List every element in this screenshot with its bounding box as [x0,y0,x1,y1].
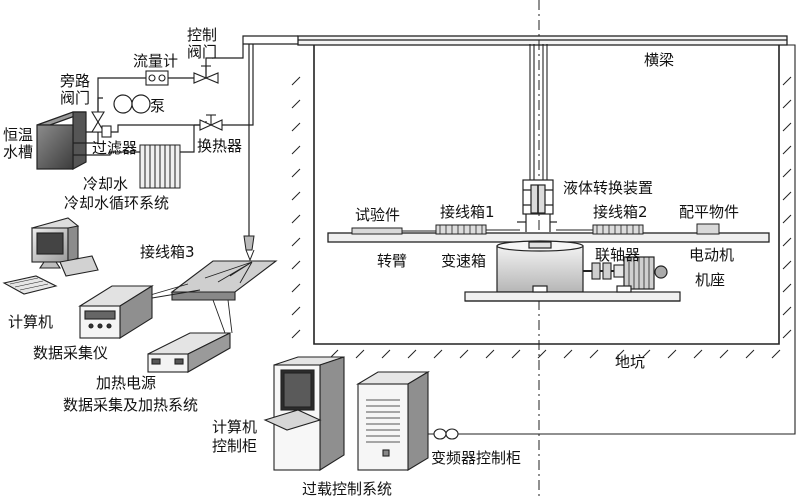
coupling [583,262,625,280]
liquid-conversion-device [517,179,557,232]
junction-box-2 [592,224,644,235]
control-valve-icon [193,65,219,84]
junction-box-1 [435,224,487,235]
inverter-control-cabinet [356,371,430,471]
label-thermostatic-water-tank: 恒温水槽 [3,126,34,161]
label-junction-box-2: 接线箱2 [593,203,648,221]
test-piece [351,227,403,235]
arm-wires [402,229,593,232]
counterweight [696,223,720,235]
label-machine-base: 机座 [695,271,726,289]
motor [623,256,668,290]
label-pit: 地坑 [615,353,646,371]
label-rotating-arm: 转臂 [377,252,408,270]
label-motor: 电动机 [689,246,735,264]
label-junction-box-3: 接线箱3 [140,243,195,261]
filter-icon [101,125,112,138]
label-computer-control-cabinet: 计算机控制柜 [212,418,258,455]
label-filter: 过滤器 [92,139,138,157]
heating-power-supply [147,332,231,373]
label-crossbeam: 横梁 [644,51,675,69]
heat-exchanger-valve-icon [199,114,223,131]
label-computer: 计算机 [8,313,54,331]
label-pump: 泵 [150,97,166,115]
label-bypass-valve: 旁路阀门 [60,72,91,107]
label-overload-control-system: 过载控制系统 [302,480,393,498]
label-cooling-water: 冷却水 [83,175,129,193]
gearbox [496,240,584,293]
pit-walls [313,45,780,345]
label-data-acq-heating-system: 数据采集及加热系统 [63,396,199,414]
label-coupling: 联轴器 [595,246,641,264]
junction-box-3 [170,260,278,301]
wire-bundle [139,261,253,334]
label-counterweight: 配平物件 [679,203,740,221]
vertical-pipes [529,44,548,180]
bypass-valve-icon [91,111,105,133]
label-inverter-control-cabinet: 变频器控制柜 [431,449,522,467]
label-data-acquisition-unit: 数据采集仪 [33,344,109,362]
flowmeter-icon [145,70,169,86]
wall-hatching [291,76,792,359]
connector-icon [243,235,255,262]
crossbeam [297,35,788,46]
label-gearbox: 变速箱 [441,252,487,270]
thermostatic-water-tank [36,111,87,171]
heat-exchanger [139,144,181,189]
computer-icon [2,217,99,295]
label-test-piece: 试验件 [355,206,401,224]
data-acquisition-unit [78,285,154,339]
label-junction-box-1: 接线箱1 [440,203,495,221]
computer-control-cabinet [263,356,345,471]
machine-base [464,285,681,302]
label-liquid-conversion: 液体转换装置 [563,179,654,197]
label-control-valve: 控制阀门 [187,26,218,61]
label-heat-exchanger: 换热器 [197,137,243,155]
inverter-cable [428,44,796,440]
label-heating-power-supply: 加热电源 [96,374,157,392]
label-cooling-water-system: 冷却水循环系统 [64,194,170,212]
label-flowmeter: 流量计 [133,52,179,70]
cooling-pipes [73,35,298,236]
pump-icon [113,94,151,114]
